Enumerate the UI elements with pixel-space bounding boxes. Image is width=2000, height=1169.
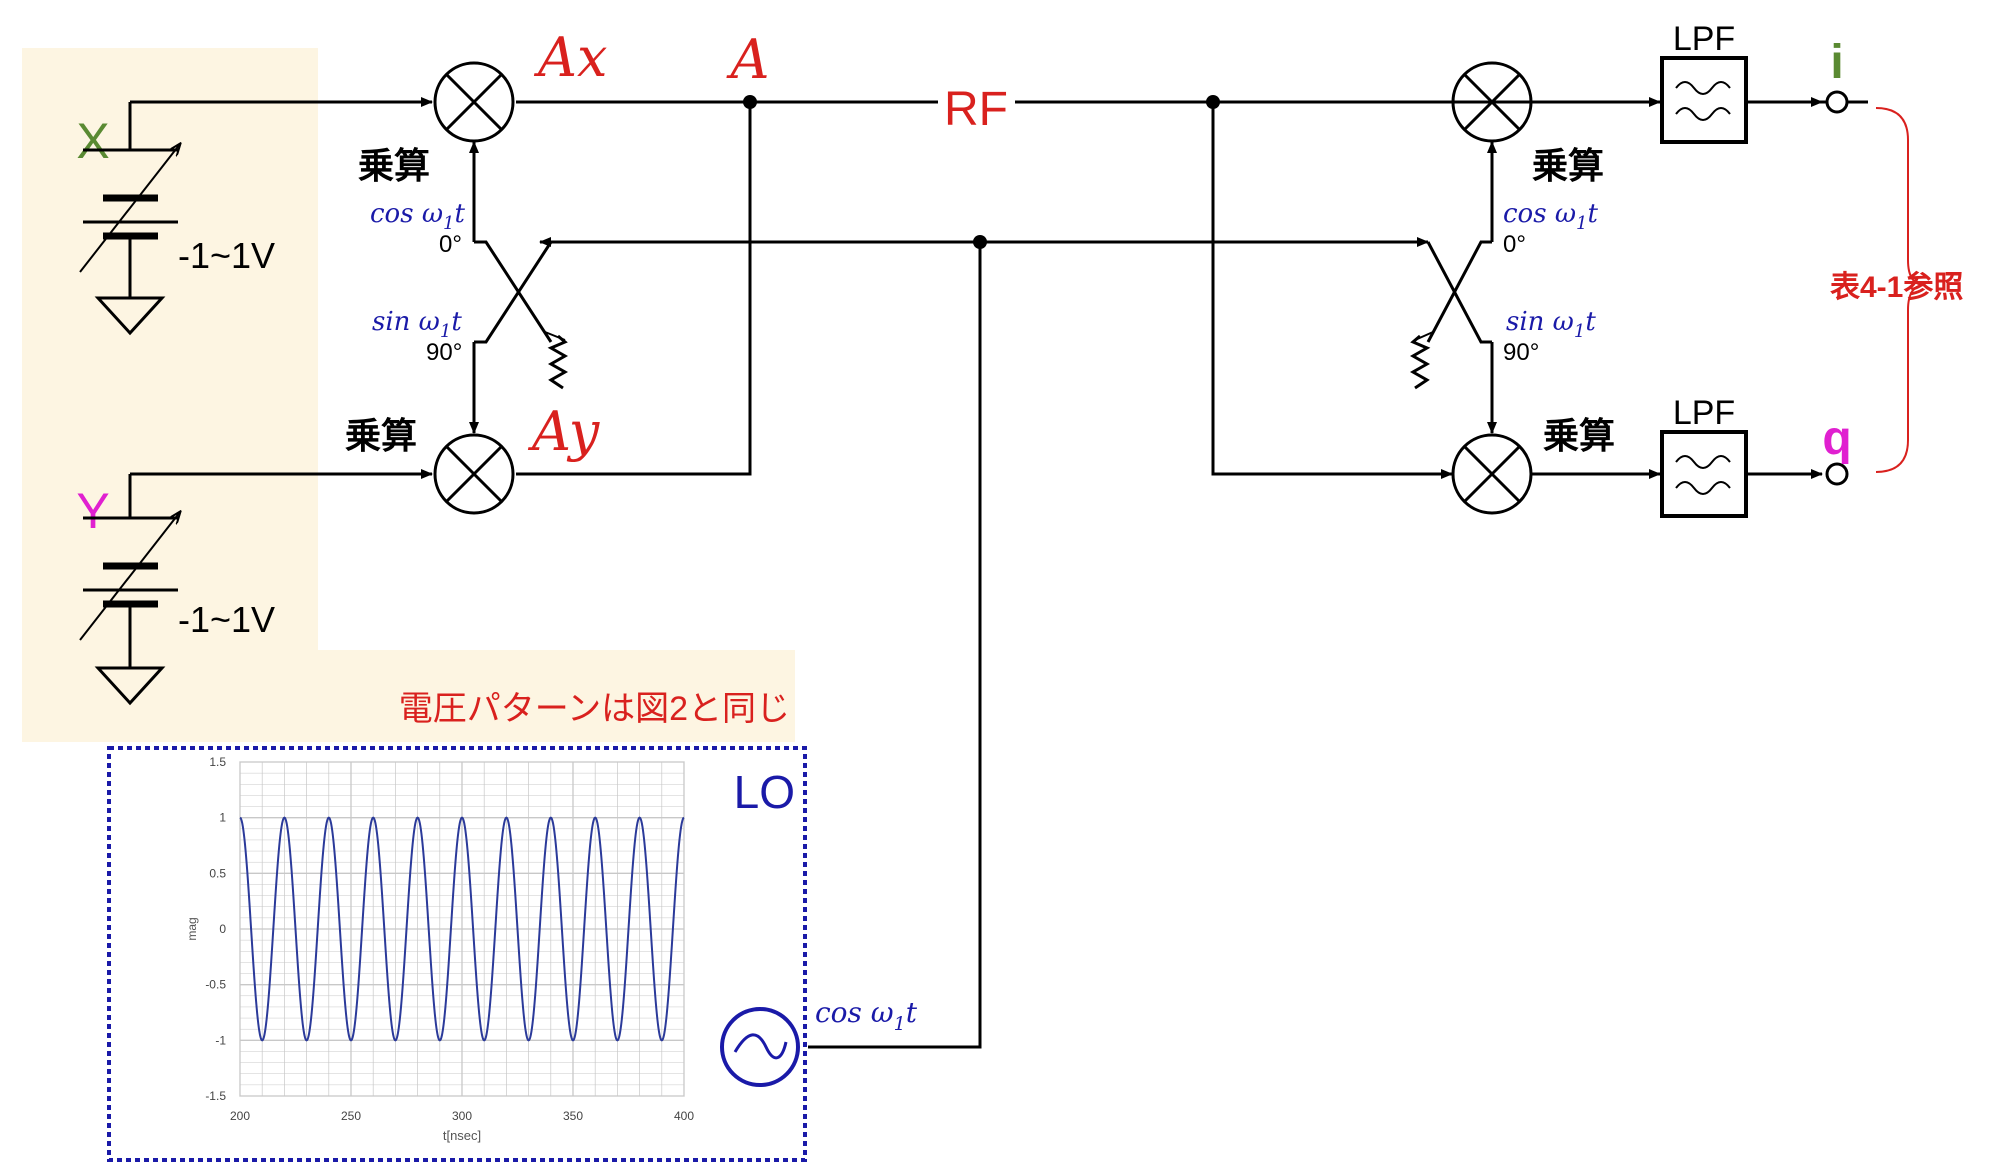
modulator-wiring: [130, 95, 1868, 1049]
chart-ticks: 200 250 300 350 400 1.5 1 0.5 0 -0.5 -1 -1.5: [205, 755, 694, 1123]
lowpass-filter-icon: [1660, 430, 1748, 518]
lo-output-label: cos ω1t: [815, 996, 918, 1035]
chart-y-tick-label: -1.5: [205, 1089, 226, 1103]
signal-rf-label: RF: [944, 83, 1008, 136]
chart-x-tick-label: 300: [452, 1109, 472, 1123]
signal-a-label: A: [726, 28, 770, 91]
battery-x: X -1~1V: [76, 102, 275, 336]
chart-x-tick-label: 200: [230, 1109, 250, 1123]
lpf-label: LPF: [1673, 394, 1735, 432]
phase-90-label: 90°: [426, 339, 462, 366]
variable-battery-icon: [79, 102, 180, 298]
lpf-label: LPF: [1673, 20, 1735, 58]
chart-y-tick-label: 1: [219, 811, 226, 825]
phase-cos-label: cos ω1t: [1503, 199, 1598, 234]
ground-icon: [94, 296, 166, 336]
output-q-label: q: [1822, 412, 1851, 465]
chart-y-tick-label: -1: [215, 1033, 226, 1047]
multiply-label: 乗算: [1543, 415, 1615, 456]
mixer-icon: [433, 433, 515, 515]
phase-90-label: 90°: [1503, 339, 1539, 366]
input-x-label: X: [76, 113, 109, 169]
chart-y-tick-label: 1.5: [209, 755, 226, 769]
lowpass-filter-icon: [1660, 56, 1748, 144]
resistor-icon: [1409, 334, 1431, 390]
battery-y: Y -1~1V: [76, 474, 275, 706]
voltage-pattern-note: 電圧パターンは図2と同じ: [399, 690, 790, 728]
mixer-icon: [1451, 433, 1533, 515]
phase-cos-label: cos ω1t: [370, 199, 465, 234]
quadrature-hybrid-icon: [474, 240, 569, 390]
output-i-label: i: [1830, 36, 1843, 89]
variable-battery-icon: [79, 474, 180, 668]
chart-x-axis-label: t[nsec]: [443, 1128, 481, 1143]
demodulator-wiring: [1206, 95, 1823, 479]
lo-label: LO: [734, 766, 795, 818]
mixer-icon: [1451, 61, 1533, 143]
sine-source-icon: [720, 1007, 800, 1087]
lo-frame: [107, 746, 807, 1162]
multiply-label: 乗算: [345, 415, 417, 456]
quadrature-hybrid-icon: [1409, 240, 1492, 390]
chart-y-tick-label: -0.5: [205, 978, 226, 992]
input-y-range: -1~1V: [178, 599, 275, 640]
signal-ax-label: Ax: [533, 26, 607, 89]
mixer-icon: [433, 61, 515, 143]
input-panel: [22, 48, 795, 742]
phase-sin-label: sin ω1t: [1506, 307, 1596, 342]
chart-x-tick-label: 250: [341, 1109, 361, 1123]
chart-y-axis-label: mag: [185, 917, 199, 940]
output-bracket: [1875, 107, 1926, 473]
chart-x-tick-label: 350: [563, 1109, 583, 1123]
output-q-terminal: [1825, 462, 1849, 486]
phase-0-label: 0°: [439, 231, 462, 258]
phase-sin-label: sin ω1t: [372, 307, 462, 342]
input-y-label: Y: [76, 483, 109, 539]
ground-icon: [94, 666, 166, 706]
phase-0-label: 0°: [1503, 231, 1526, 258]
multiply-label: 乗算: [1532, 145, 1604, 186]
resistor-icon: [547, 334, 569, 390]
signal-ay-label: Ay: [527, 400, 601, 463]
output-i-terminal: [1825, 90, 1849, 114]
chart-y-tick-label: 0: [219, 922, 226, 936]
input-x-range: -1~1V: [178, 235, 275, 276]
chart-x-tick-label: 400: [674, 1109, 694, 1123]
chart-y-tick-label: 0.5: [209, 866, 226, 880]
lo-waveform-chart: 200 250 300 350 400 1.5 1 0.5 0 -0.5 -1 -1.5 t[nsec…: [185, 755, 694, 1143]
chart-series-line: [239, 816, 685, 1042]
table-reference: 表4-1参照: [1830, 271, 1963, 304]
multiply-label: 乗算: [358, 145, 430, 186]
chart-grid: [239, 761, 685, 1097]
